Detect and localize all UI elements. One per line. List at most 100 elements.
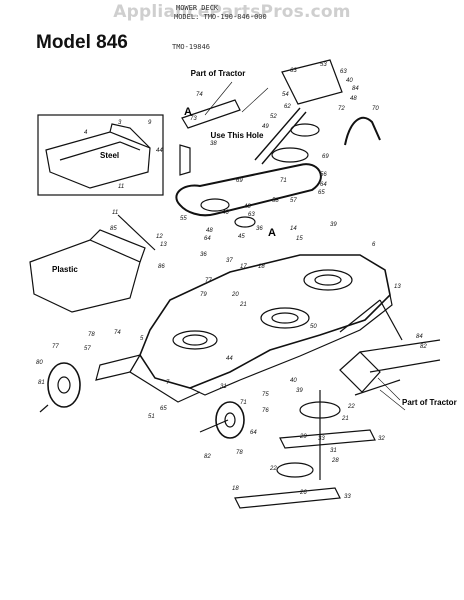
left-pulley	[200, 198, 230, 212]
header-line1: MOWER DECK	[176, 4, 219, 12]
callout: 74	[114, 330, 121, 336]
callout: 21	[239, 302, 247, 308]
callout: 57	[290, 198, 297, 204]
callout: 84	[352, 86, 359, 92]
callout: 31	[220, 384, 227, 390]
idler-pulley	[271, 147, 309, 163]
lift-rod	[379, 299, 403, 341]
blade-lower	[234, 487, 341, 509]
callout: 13	[394, 284, 401, 290]
deck-housing	[139, 254, 391, 389]
callout: 18	[232, 486, 239, 492]
callout: 86	[158, 264, 165, 270]
callout: 84	[416, 334, 423, 340]
callout: 62	[284, 104, 291, 110]
callout: 31	[330, 448, 337, 454]
callout: 18	[258, 264, 265, 270]
label-steel: Steel	[100, 151, 119, 160]
marker-a-lower: A	[268, 227, 276, 239]
callout: 36	[200, 252, 207, 258]
callout: 50	[310, 324, 317, 330]
handle	[344, 116, 381, 146]
callout: 69	[236, 178, 243, 184]
callout: 85	[110, 226, 117, 232]
lift-linkage	[339, 299, 441, 396]
callout: 38	[210, 141, 217, 147]
belt-guide	[254, 107, 307, 165]
callout: 78	[236, 450, 243, 456]
drive-belt	[175, 163, 322, 217]
callout: 49	[262, 124, 269, 130]
callout: 63	[290, 68, 297, 74]
blade-upper	[279, 429, 376, 449]
callout: 65	[160, 406, 167, 412]
callout: 79	[200, 292, 207, 298]
callout: 78	[88, 332, 95, 338]
callout: 21	[341, 416, 349, 422]
callout: 22	[269, 466, 277, 472]
callout: 75	[262, 392, 269, 398]
watermark: AppliancePartsPros.com	[113, 2, 351, 22]
marker-a-top: A	[184, 106, 192, 118]
callout: 53	[320, 62, 327, 68]
callout: 40	[290, 378, 297, 384]
label-part-of-tractor-right: Part of Tractor	[402, 398, 457, 407]
pulley-well-right	[303, 269, 353, 291]
model-title: Model 846	[36, 32, 128, 53]
callout: 48	[244, 204, 251, 210]
label-plastic: Plastic	[52, 265, 78, 274]
label-use-this-hole: Use This Hole	[211, 131, 264, 140]
callout: 81	[38, 380, 45, 386]
callout: 39	[296, 388, 303, 394]
callout: 39	[330, 222, 337, 228]
callout: 37	[226, 258, 233, 264]
callout: 71	[280, 178, 287, 184]
callout: 29	[299, 434, 307, 440]
callout: 74	[196, 92, 203, 98]
callout: 26	[299, 490, 307, 496]
callout: 4	[84, 130, 88, 136]
callout: 48	[206, 228, 213, 234]
callout: 64	[250, 430, 257, 436]
callout: 57	[84, 346, 91, 352]
callout: 33	[318, 436, 325, 442]
callout: 71	[240, 400, 247, 406]
callout: 36	[256, 226, 263, 232]
callout: 64	[204, 236, 211, 242]
steel-inset-box	[37, 114, 164, 196]
callout: 76	[262, 408, 269, 414]
callout: 22	[347, 404, 355, 410]
spindle-hub	[276, 462, 314, 478]
gauge-wheel-center	[215, 401, 245, 439]
callout: 33	[344, 494, 351, 500]
callout: 77	[205, 278, 212, 284]
callout: 12	[156, 234, 163, 240]
pulley-well-left	[172, 330, 218, 350]
callout: 17	[240, 264, 247, 270]
callout: 32	[378, 436, 385, 442]
callout: 5	[140, 336, 144, 342]
callout: 64	[320, 182, 327, 188]
label-part-of-tractor-top: Part of Tractor	[191, 69, 246, 78]
callout: 48	[350, 96, 357, 102]
callout: 14	[290, 226, 297, 232]
callout: 9	[148, 120, 152, 126]
callout: 51	[148, 414, 155, 420]
callout: 77	[52, 344, 59, 350]
callout: 46	[222, 210, 229, 216]
callout: 13	[160, 242, 167, 248]
gauge-wheel-left	[47, 362, 81, 408]
header-code: TMO-19846	[172, 43, 210, 51]
callout: 54	[282, 92, 289, 98]
callout: 44	[156, 148, 163, 154]
callout: 58	[272, 198, 279, 204]
callout: 45	[238, 234, 245, 240]
callout: 70	[372, 106, 379, 112]
header-line2: MODEL: TMO-190-846-000	[174, 13, 267, 21]
callout: 82	[204, 454, 211, 460]
callout: 63	[340, 69, 347, 75]
callout: 28	[331, 458, 339, 464]
callout: 6	[372, 242, 376, 248]
upper-pulley	[290, 123, 320, 137]
callout: 56	[320, 172, 327, 178]
